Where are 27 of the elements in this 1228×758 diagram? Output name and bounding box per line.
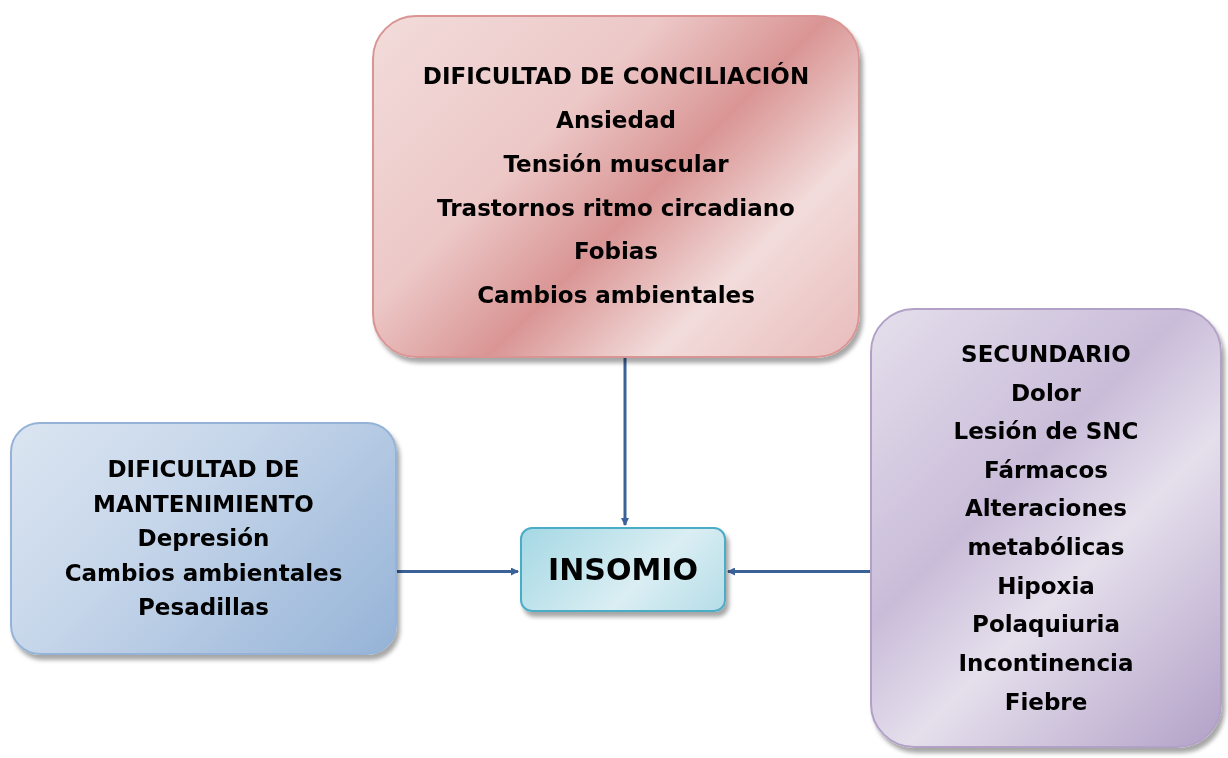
box-text: Incontinencia — [958, 648, 1134, 678]
arrow — [621, 358, 629, 526]
box-heading: DIFICULTAD DE MANTENIMIENTO — [92, 455, 315, 519]
box-text: Cambios ambientales — [64, 558, 343, 588]
box-text: Fármacos — [984, 455, 1108, 485]
rounded-box — [870, 308, 1222, 748]
rounded-box — [10, 422, 397, 655]
box-text: Pesadillas — [138, 593, 269, 623]
box-text: Fobias — [573, 237, 659, 267]
box-text: Alteraciones metabólicas — [963, 494, 1129, 562]
box-text: Tensión muscular — [503, 149, 729, 179]
arrow — [397, 567, 519, 576]
box-text: Polaquiuria — [972, 610, 1120, 640]
box-heading: DIFICULTAD DE CONCILIACIÓN — [422, 61, 810, 92]
rounded-box — [372, 15, 860, 358]
box-text: Depresión — [137, 524, 270, 554]
arrow — [727, 567, 870, 576]
box-text: Trastornos ritmo circadiano — [437, 193, 795, 223]
box-text: Ansiedad — [556, 106, 676, 136]
box-heading: SECUNDARIO — [961, 339, 1131, 369]
box-text: Fiebre — [1004, 687, 1088, 717]
box-text: Cambios ambientales — [477, 280, 755, 310]
box-text: Hipoxia — [997, 571, 1095, 601]
box-text: INSOMIO — [548, 551, 698, 588]
box-text: Dolor — [1011, 378, 1081, 408]
rounded-box — [520, 527, 726, 612]
box-text: Lesión de SNC — [953, 417, 1139, 447]
